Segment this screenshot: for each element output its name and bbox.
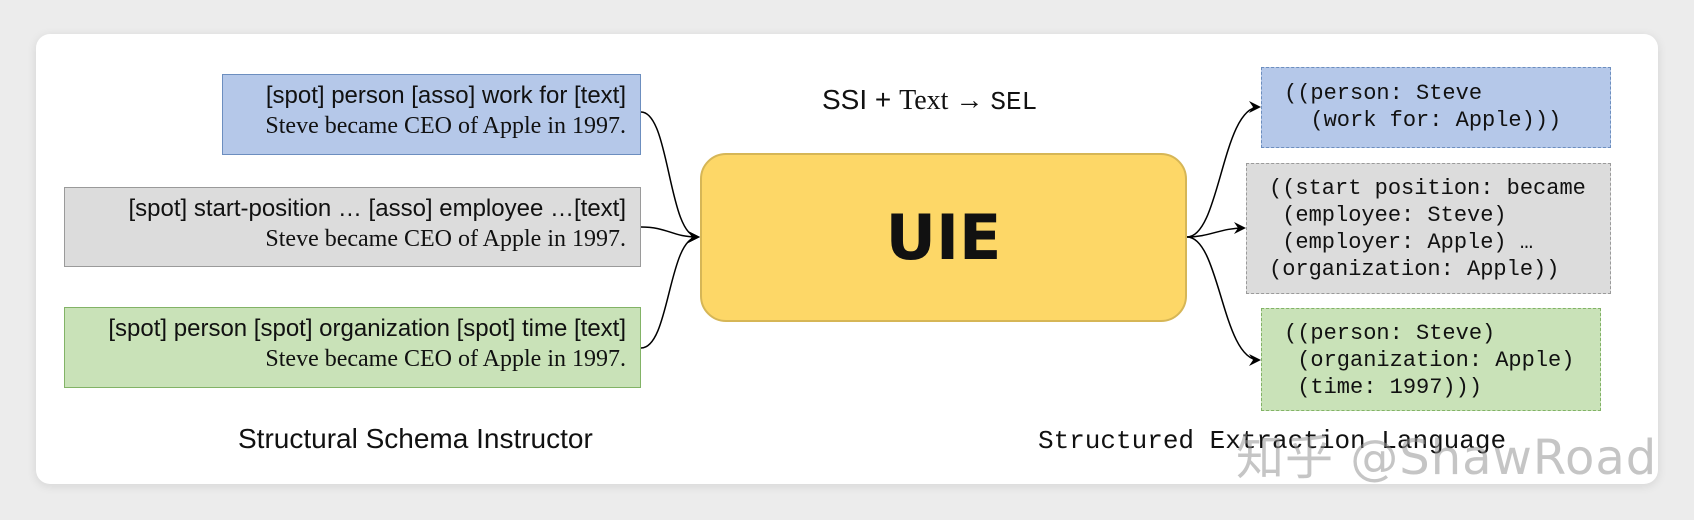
formula-ssi: SSI — [822, 84, 868, 115]
uie-label: UIE — [885, 201, 1002, 274]
schema-prompt: [spot] start-position … [asso] employee … — [128, 195, 626, 222]
schema-box-person-work-for: [spot] person [asso] work for [text] Ste… — [222, 74, 641, 155]
sel-box-person-work-for: ((person: Steve (work for: Apple))) — [1261, 67, 1611, 148]
schema-text: Steve became CEO of Apple in 1997. — [265, 113, 626, 139]
schema-text: Steve became CEO of Apple in 1997. — [265, 346, 626, 372]
arrow-uie-to-gray — [1186, 222, 1246, 238]
formula-plus: + — [867, 84, 900, 115]
formula-text: Text — [899, 85, 949, 116]
ssi-text-to-sel-formula: SSI + Text → SEL — [822, 84, 1142, 120]
sel-box-start-position: ((start position: became (employee: Stev… — [1246, 163, 1611, 294]
arrow-uie-to-blue — [1186, 101, 1261, 238]
uie-model-box: UIE — [700, 153, 1187, 322]
arrow-blue-to-uie — [640, 111, 700, 243]
arrow-green-to-uie — [640, 231, 700, 349]
schema-prompt: [spot] person [spot] organization [spot]… — [108, 315, 626, 342]
caption-structural-schema-instructor: Structural Schema Instructor — [238, 423, 593, 454]
schema-text: Steve became CEO of Apple in 1997. — [265, 226, 626, 252]
arrow-uie-to-green — [1186, 236, 1261, 366]
formula-sel: SEL — [990, 87, 1038, 117]
sel-box-person-organization-time: ((person: Steve) (organization: Apple) (… — [1261, 308, 1601, 411]
caption-structured-extraction-language: Structured Extraction Language — [1038, 426, 1507, 456]
schema-box-start-position: [spot] start-position … [asso] employee … — [64, 187, 641, 267]
formula-arrow: → — [948, 85, 991, 116]
schema-prompt: [spot] person [asso] work for [text] — [265, 82, 626, 109]
schema-box-person-organization-time: [spot] person [spot] organization [spot]… — [64, 307, 641, 388]
